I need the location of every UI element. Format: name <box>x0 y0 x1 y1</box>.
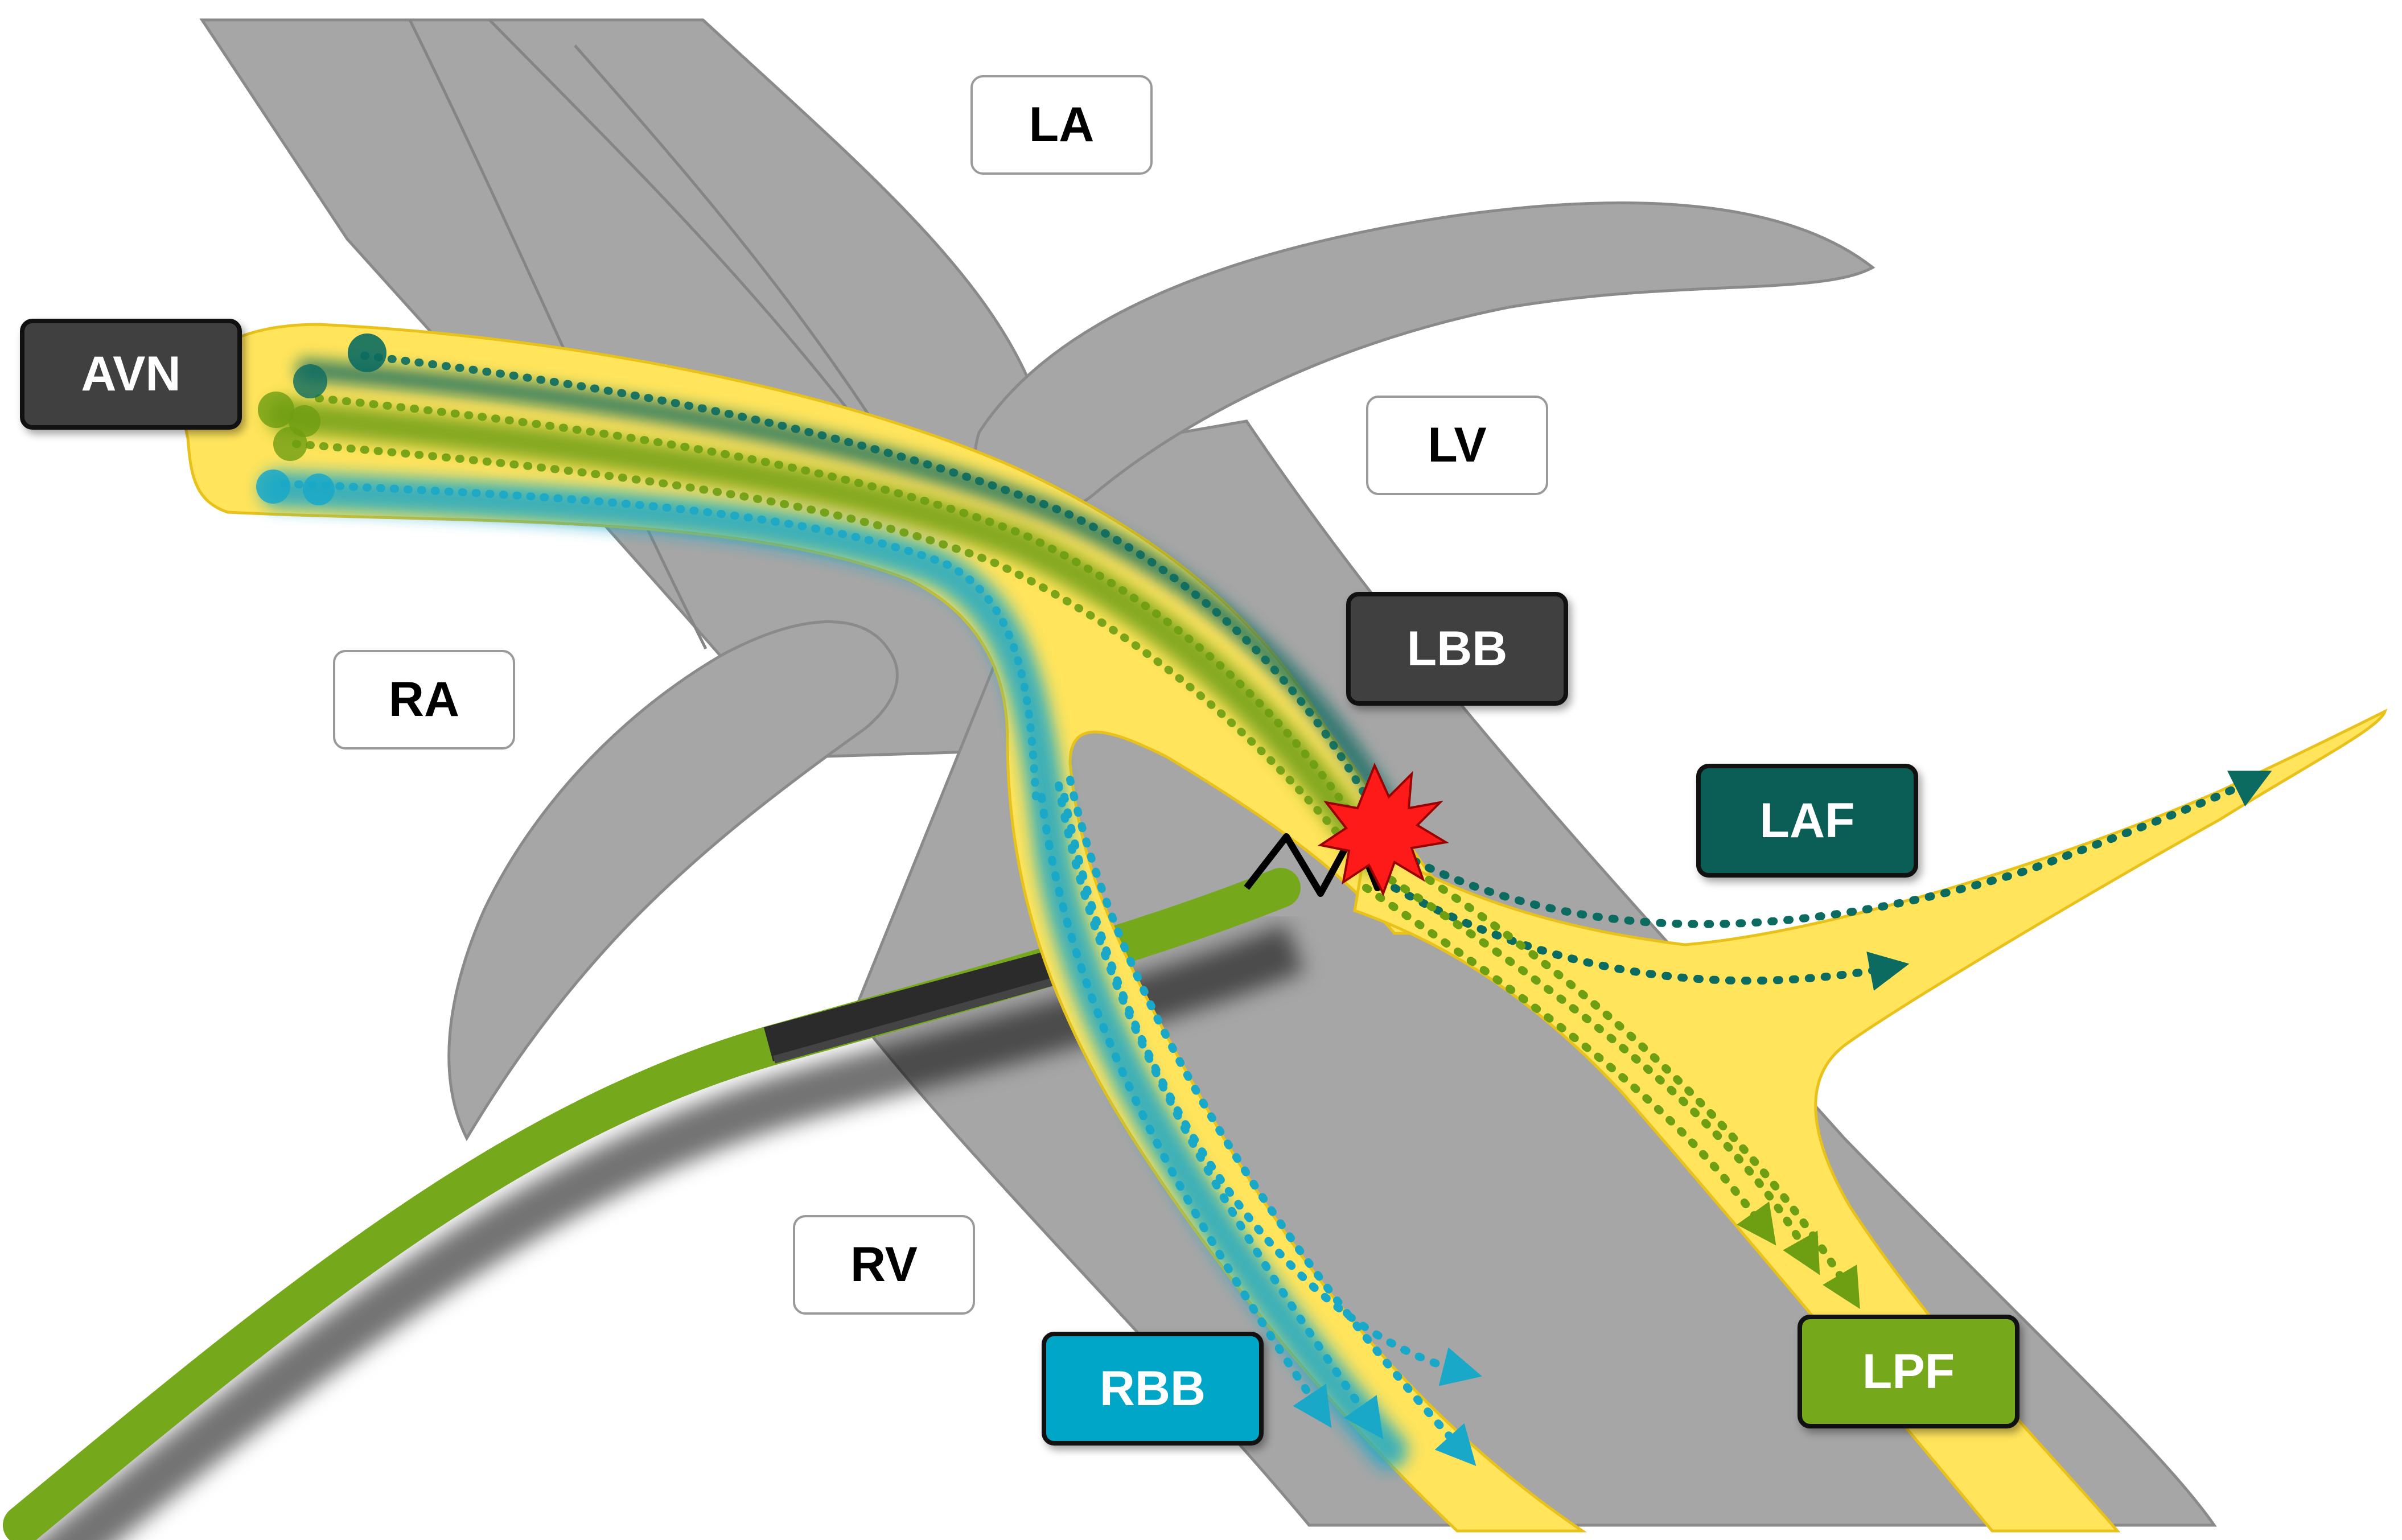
label-rbb: RBB <box>1042 1332 1264 1446</box>
label-lbb: LBB <box>1346 592 1568 706</box>
label-avn: AVN <box>20 319 242 430</box>
label-ra: RA <box>333 650 515 750</box>
label-rv: RV <box>793 1215 975 1315</box>
lpf-arrows <box>1362 850 1860 1310</box>
mitral-leaflet <box>973 201 1875 517</box>
label-laf: LAF <box>1696 764 1918 878</box>
starburst-icon <box>1317 762 1449 897</box>
conduction-pathway-dots <box>281 352 1370 858</box>
rbb-arrows <box>1038 776 1482 1467</box>
tricuspid-leaflet <box>447 620 899 1142</box>
laf-arrows <box>1391 771 2272 991</box>
label-la: LA <box>970 75 1153 175</box>
label-lv: LV <box>1366 396 1548 495</box>
avn-origin-dots <box>256 333 386 505</box>
label-lpf: LPF <box>1798 1315 2020 1428</box>
